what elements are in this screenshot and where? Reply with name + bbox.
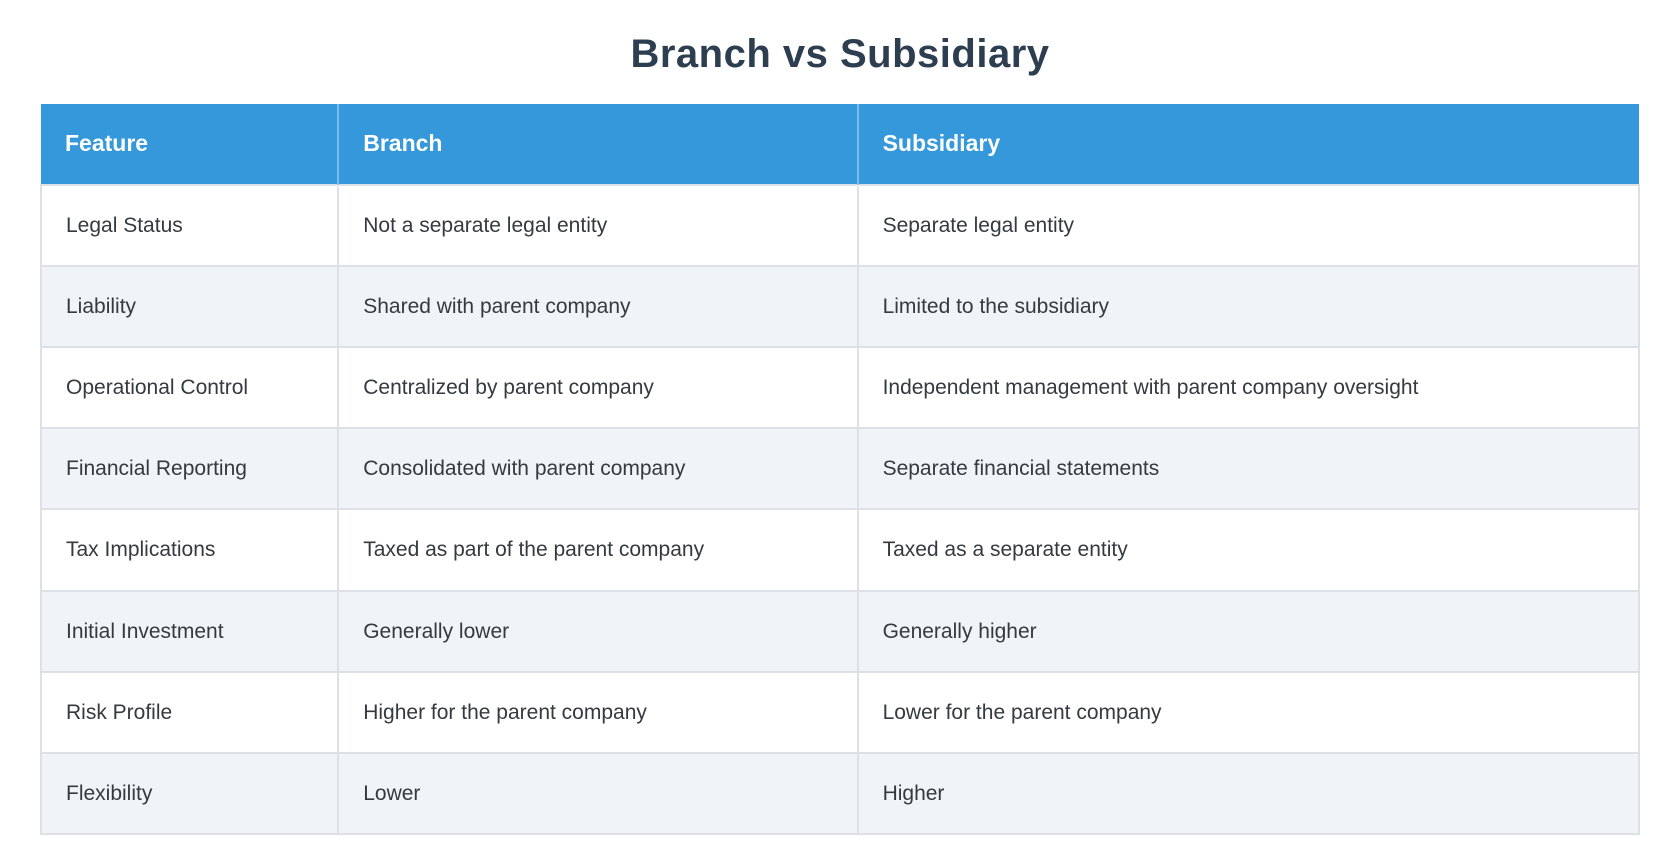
branch-cell: Not a separate legal entity [337, 183, 859, 267]
table-row: Financial Reporting Consolidated with pa… [39, 427, 1641, 511]
page-title: Branch vs Subsidiary [630, 32, 1050, 76]
feature-cell: Operational Control [39, 345, 340, 430]
feature-cell: Legal Status [39, 183, 340, 267]
table-row: Tax Implications Taxed as part of the pa… [39, 508, 1641, 592]
table-row: Liability Shared with parent company Lim… [39, 264, 1641, 348]
subsidiary-cell: Lower for the parent company [856, 670, 1641, 754]
branch-cell: Lower [337, 751, 859, 836]
subsidiary-cell: Separate financial statements [856, 427, 1641, 511]
feature-cell: Initial Investment [39, 589, 340, 673]
table-row: Flexibility Lower Higher [39, 751, 1641, 836]
column-header-branch: Branch [338, 104, 859, 185]
feature-cell: Liability [39, 264, 340, 348]
branch-cell: Consolidated with parent company [337, 427, 859, 511]
feature-cell: Financial Reporting [39, 427, 340, 511]
branch-cell: Generally lower [337, 589, 859, 673]
branch-cell: Centralized by parent company [337, 345, 859, 430]
table-container: Feature Branch Subsidiary Legal Status N… [39, 104, 1641, 836]
header-row: Feature Branch Subsidiary [41, 104, 1639, 185]
table-row: Initial Investment Generally lower Gener… [39, 589, 1641, 673]
table-row: Operational Control Centralized by paren… [39, 345, 1641, 430]
table-body: Legal Status Not a separate legal entity… [39, 183, 1641, 836]
table-row: Legal Status Not a separate legal entity… [39, 183, 1641, 267]
subsidiary-cell: Separate legal entity [856, 183, 1641, 267]
comparison-table: Feature Branch Subsidiary Legal Status N… [39, 104, 1641, 836]
column-header-subsidiary: Subsidiary [857, 104, 1639, 185]
branch-cell: Taxed as part of the parent company [337, 508, 859, 592]
feature-cell: Risk Profile [39, 670, 340, 754]
subsidiary-cell: Higher [856, 751, 1641, 836]
subsidiary-cell: Limited to the subsidiary [856, 264, 1641, 348]
subsidiary-cell: Taxed as a separate entity [856, 508, 1641, 592]
subsidiary-cell: Independent management with parent compa… [856, 345, 1641, 430]
branch-cell: Higher for the parent company [337, 670, 859, 754]
feature-cell: Flexibility [39, 751, 340, 836]
table-row: Risk Profile Higher for the parent compa… [39, 670, 1641, 754]
feature-cell: Tax Implications [39, 508, 340, 592]
subsidiary-cell: Generally higher [856, 589, 1641, 673]
branch-cell: Shared with parent company [337, 264, 859, 348]
column-header-feature: Feature [41, 104, 340, 185]
